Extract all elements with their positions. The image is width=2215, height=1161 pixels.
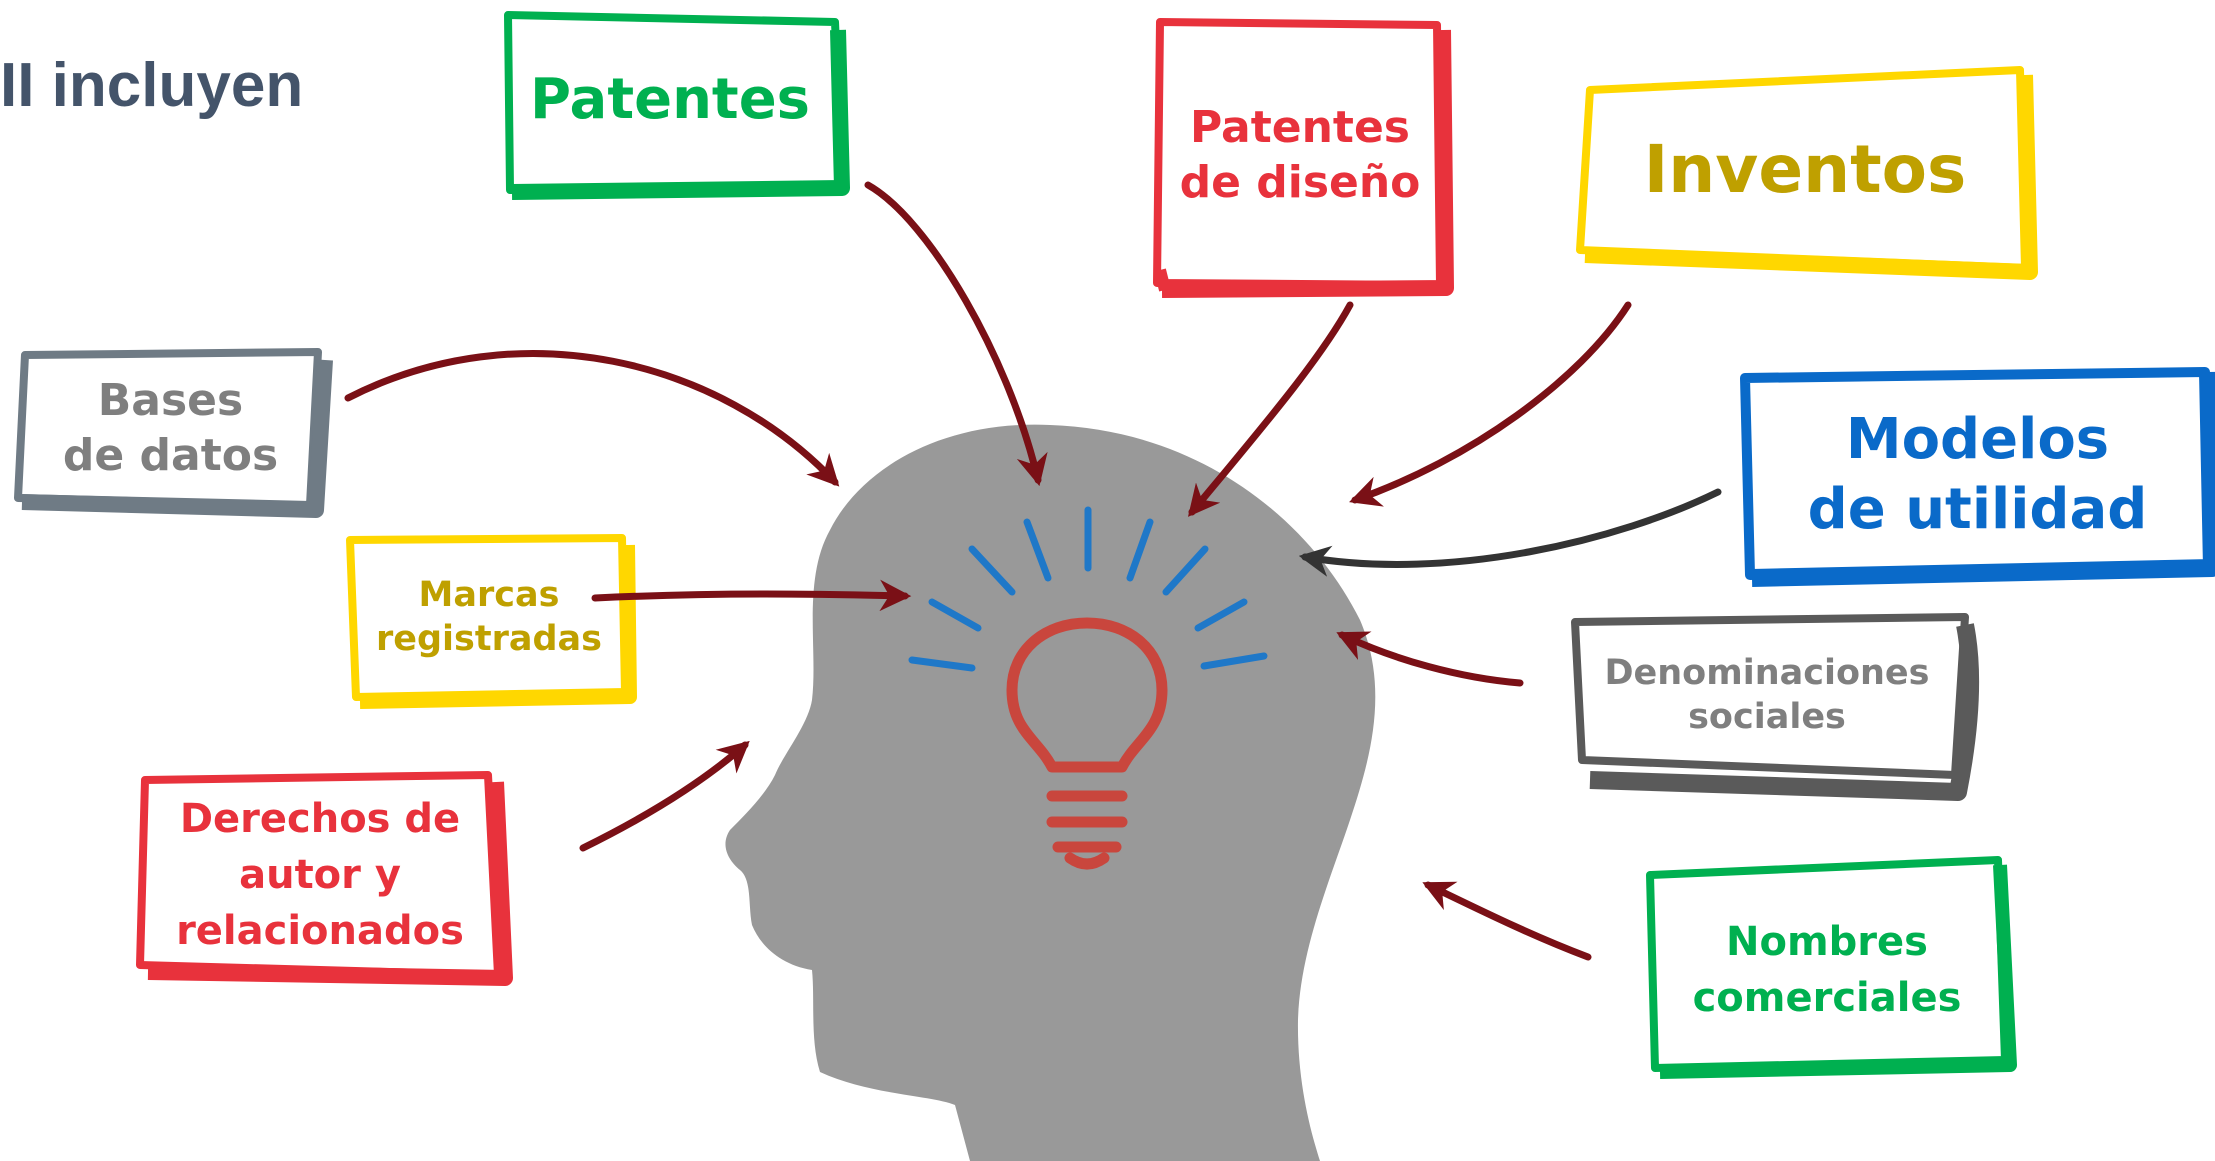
arrow-patentes bbox=[864, 181, 1048, 487]
arrow-patentes-diseno bbox=[1187, 301, 1354, 517]
arrow-modelos-utilidad bbox=[1298, 488, 1722, 577]
box-marcas: Marcas registradas bbox=[358, 545, 620, 690]
arrow-marcas bbox=[591, 579, 912, 612]
box-frame-denominaciones bbox=[1571, 613, 1980, 801]
box-derechos-autor: Derechos de autor y relacionados bbox=[150, 785, 490, 965]
box-modelos-utilidad-line-1: Modelos bbox=[1845, 406, 2110, 472]
page-title: II incluyen bbox=[0, 51, 304, 120]
box-marcas-line-1: Marcas bbox=[418, 574, 560, 615]
box-patentes-diseno: Patentes de diseño bbox=[1165, 45, 1435, 265]
arrow-derechos-autor bbox=[579, 740, 750, 852]
box-bases-datos-line-2: de datos bbox=[62, 430, 279, 481]
box-frame-patentes-diseno bbox=[1153, 18, 1454, 298]
box-bases-datos-line-1: Bases bbox=[97, 375, 244, 426]
box-inventos: Inventos bbox=[1590, 90, 2020, 250]
lightbulb-icon bbox=[1006, 617, 1168, 870]
idea-rays-icon bbox=[908, 506, 1268, 672]
box-frame-modelos-utilidad bbox=[1740, 367, 2215, 587]
arrow-bases-datos bbox=[344, 350, 840, 487]
box-bases-datos: Bases de datos bbox=[28, 358, 313, 498]
box-modelos-utilidad-line-2: de utilidad bbox=[1807, 476, 2148, 542]
box-inventos-line-1: Inventos bbox=[1643, 130, 1967, 208]
box-derechos-autor-line-2: autor y bbox=[239, 852, 401, 898]
box-derechos-autor-line-1: Derechos de bbox=[179, 796, 461, 842]
box-nombres-comerciales-line-2: comerciales bbox=[1692, 975, 1962, 1021]
box-patentes-line-1: Patentes bbox=[529, 67, 811, 132]
box-nombres-comerciales: Nombres comerciales bbox=[1658, 880, 1996, 1060]
arrow-inventos bbox=[1349, 301, 1632, 507]
arrow-denominaciones bbox=[1336, 631, 1524, 687]
box-patentes-diseno-line-1: Patentes bbox=[1189, 102, 1410, 153]
box-nombres-comerciales-line-1: Nombres bbox=[1726, 919, 1928, 965]
box-derechos-autor-line-3: relacionados bbox=[176, 908, 464, 954]
box-denominaciones-line-2: sociales bbox=[1688, 696, 1846, 737]
box-modelos-utilidad: Modelos de utilidad bbox=[1755, 382, 2200, 567]
box-denominaciones: Denominaciones sociales bbox=[1582, 628, 1952, 763]
box-denominaciones-line-1: Denominaciones bbox=[1604, 652, 1930, 693]
box-frame-inventos bbox=[1576, 66, 2038, 280]
box-patentes-diseno-line-2: de diseño bbox=[1179, 157, 1421, 208]
box-marcas-line-2: registradas bbox=[376, 618, 602, 659]
arrow-nombres-comerciales bbox=[1422, 881, 1592, 961]
box-frame-bases-datos bbox=[14, 348, 333, 518]
box-frame-nombres-comerciales bbox=[1646, 856, 2017, 1079]
box-frame-patentes bbox=[504, 11, 850, 200]
box-patentes: Patentes bbox=[510, 40, 830, 160]
box-frame-derechos-autor bbox=[136, 771, 513, 986]
